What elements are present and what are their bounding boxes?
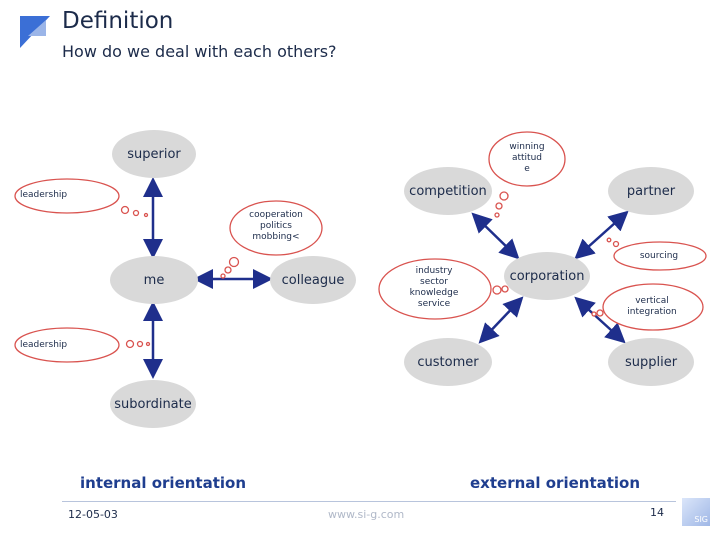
bubble-sourcing: sourcing [639,251,679,261]
footer-logo-text: SIG [694,515,708,524]
bubble-line: vertical [635,296,669,306]
footer-url: www.si-g.com [328,508,405,521]
bubble-line: service [417,299,451,309]
bubble-line: industry [415,266,453,276]
arrow-supplier-corporation [574,296,626,344]
bubble-line: winning [509,142,545,152]
bubble-line: cooperation [249,210,303,220]
label-external-orientation: external orientation [470,474,641,492]
node-me: me [110,256,198,304]
bubble-line: attitud [511,153,543,163]
bubble-line: politics [260,221,292,231]
label-internal-orientation: internal orientation [80,474,247,492]
bubble-line: sector [420,277,448,287]
bubble-winning: winning attitud e [497,142,557,175]
node-superior: superior [112,130,196,178]
node-colleague: colleague [270,256,356,304]
footer-date: 12-05-03 [68,508,118,521]
bubble-line: knowledge [409,288,459,298]
footer-divider [62,501,676,502]
node-supplier: supplier [608,338,694,386]
arrow-competition-corporation [471,212,520,260]
bubble-line: mobbing< [252,232,300,242]
page-subtitle: How do we deal with each others? [62,42,337,61]
node-customer: customer [404,338,492,386]
footer-logo-icon: SIG [682,498,710,526]
arrow-partner-corporation [574,210,629,260]
node-partner: partner [608,167,694,215]
bubble-leadership-top: leadership [20,190,68,200]
bubble-vertical: vertical integration [618,296,686,318]
bubble-cooperation: cooperation politics mobbing< [236,210,316,243]
page-title: Definition [62,8,174,34]
bubble-industry: industry sector knowledge service [399,266,469,310]
node-subordinate: subordinate [110,380,196,428]
footer-page-number: 14 [650,506,664,519]
arrow-customer-corporation [478,296,524,344]
node-competition: competition [404,167,492,215]
node-corporation: corporation [504,252,590,300]
bubble-line: e [524,164,530,174]
bubble-line: integration [627,307,677,317]
bubble-leadership-bottom: leadership [20,340,68,350]
